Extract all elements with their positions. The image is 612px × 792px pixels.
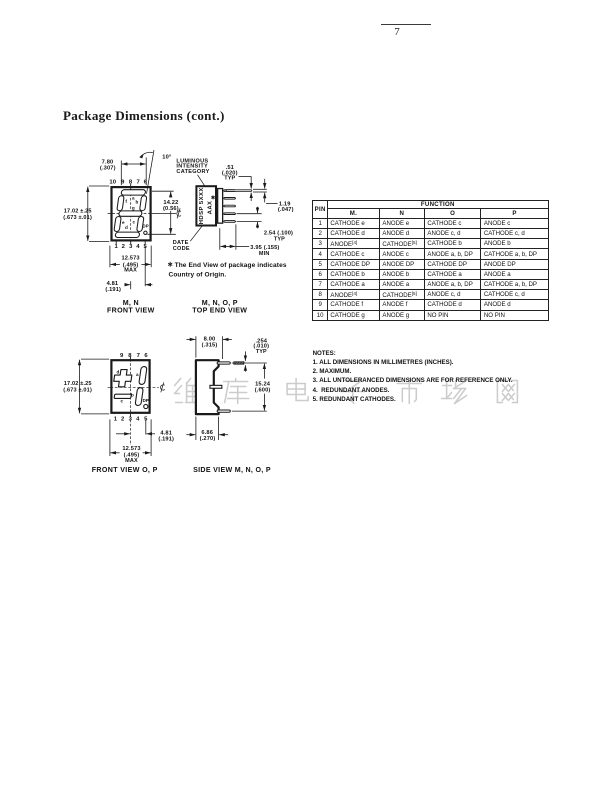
- svg-text:a: a: [136, 372, 139, 377]
- svg-text:FRONT VIEW O, P: FRONT VIEW O, P: [92, 466, 158, 474]
- svg-text:9: 9: [121, 180, 125, 186]
- svg-text:DP: DP: [143, 224, 149, 229]
- svg-text:8: 8: [128, 353, 132, 359]
- svg-text:2: 2: [121, 416, 125, 422]
- svg-text:c: c: [120, 399, 123, 404]
- svg-text:(.600): (.600): [255, 387, 271, 393]
- svg-text:6: 6: [144, 353, 148, 359]
- svg-text:(.495): (.495): [124, 452, 140, 458]
- svg-text:CODE: CODE: [173, 246, 190, 252]
- svg-text:TYP: TYP: [256, 349, 267, 355]
- svg-text:.254: .254: [255, 338, 267, 344]
- svg-text:1: 1: [114, 416, 118, 422]
- svg-text:4.81: 4.81: [107, 281, 119, 287]
- svg-text:(.020): (.020): [222, 170, 238, 176]
- svg-text:(.315): (.315): [202, 342, 218, 348]
- svg-text:3: 3: [129, 416, 133, 422]
- svg-text:4.81: 4.81: [160, 431, 172, 437]
- svg-text:12.573: 12.573: [121, 256, 139, 262]
- svg-text:HDSP 5XXX: HDSP 5XXX: [199, 187, 205, 224]
- svg-text:8.00: 8.00: [204, 337, 216, 343]
- svg-text:14.22: 14.22: [163, 200, 178, 206]
- svg-text:MIN: MIN: [259, 251, 270, 257]
- svg-text:10°: 10°: [162, 154, 172, 160]
- svg-text:4: 4: [136, 416, 140, 422]
- svg-text:TYP: TYP: [274, 236, 285, 242]
- svg-text:SIDE VIEW M, N, O, P: SIDE VIEW M, N, O, P: [193, 466, 271, 474]
- svg-text:a: a: [132, 195, 135, 200]
- svg-text:(.047): (.047): [278, 207, 294, 213]
- svg-text:4: 4: [136, 244, 140, 250]
- svg-text:3: 3: [129, 244, 133, 250]
- svg-text:17.02 ±.25: 17.02 ±.25: [64, 209, 92, 215]
- svg-text:1.19: 1.19: [279, 201, 291, 207]
- svg-text:3.95 (.155): 3.95 (.155): [250, 245, 279, 251]
- svg-text:The End View of package indica: The End View of package indicates: [175, 262, 287, 269]
- svg-text:TOP END VIEW: TOP END VIEW: [192, 307, 247, 315]
- svg-text:15.24: 15.24: [255, 382, 271, 388]
- svg-text:DATE: DATE: [173, 240, 189, 246]
- svg-text:(.307): (.307): [100, 166, 116, 172]
- svg-text:AAX: AAX: [207, 201, 213, 215]
- svg-text:12.573: 12.573: [122, 446, 140, 452]
- svg-text:7: 7: [137, 353, 141, 359]
- svg-text:(.270): (.270): [200, 436, 216, 442]
- svg-text:2.54 (.100): 2.54 (.100): [264, 230, 293, 236]
- svg-text:FRONT VIEW: FRONT VIEW: [107, 307, 155, 315]
- svg-text:CATEGORY: CATEGORY: [176, 169, 209, 175]
- svg-text:(.010): (.010): [253, 344, 269, 350]
- svg-text:f: f: [125, 199, 127, 204]
- svg-text:INTENSITY: INTENSITY: [176, 164, 208, 170]
- svg-text:MAX: MAX: [125, 458, 138, 464]
- svg-text:6: 6: [144, 180, 148, 186]
- svg-text:b: b: [136, 200, 139, 205]
- svg-text:M, N: M, N: [123, 299, 139, 307]
- svg-text:1: 1: [114, 244, 118, 250]
- svg-text:M, N, O, P: M, N, O, P: [202, 299, 238, 307]
- svg-text:b: b: [131, 393, 134, 398]
- svg-text:(.673 ±.01): (.673 ±.01): [63, 215, 92, 221]
- svg-text:6.86: 6.86: [201, 430, 213, 436]
- svg-text:17.02 ±.25: 17.02 ±.25: [64, 381, 92, 387]
- svg-text:7: 7: [136, 180, 140, 186]
- svg-text:(.673 ±.01): (.673 ±.01): [63, 387, 92, 393]
- svg-text:2: 2: [122, 244, 126, 250]
- svg-text:(.191): (.191): [158, 437, 174, 443]
- svg-text:8: 8: [129, 180, 133, 186]
- svg-text:c: c: [132, 220, 135, 225]
- svg-text:.51: .51: [226, 165, 234, 171]
- svg-text:MAX: MAX: [124, 268, 137, 274]
- svg-text:e: e: [122, 220, 125, 225]
- svg-text:TYP: TYP: [224, 176, 235, 182]
- svg-text:(0.56): (0.56): [163, 206, 179, 212]
- svg-text:LUMINOUS: LUMINOUS: [176, 158, 208, 164]
- svg-text:9: 9: [120, 353, 124, 359]
- svg-text:Country of Origin.: Country of Origin.: [169, 271, 227, 278]
- svg-text:7.80: 7.80: [102, 159, 114, 165]
- svg-text:(.495): (.495): [123, 263, 139, 269]
- svg-text:10: 10: [109, 180, 116, 186]
- svg-text:d: d: [117, 370, 120, 375]
- svg-text:g: g: [132, 205, 135, 210]
- svg-text:DP: DP: [143, 398, 149, 403]
- svg-text:d: d: [125, 225, 128, 230]
- svg-text:(.191): (.191): [105, 287, 121, 293]
